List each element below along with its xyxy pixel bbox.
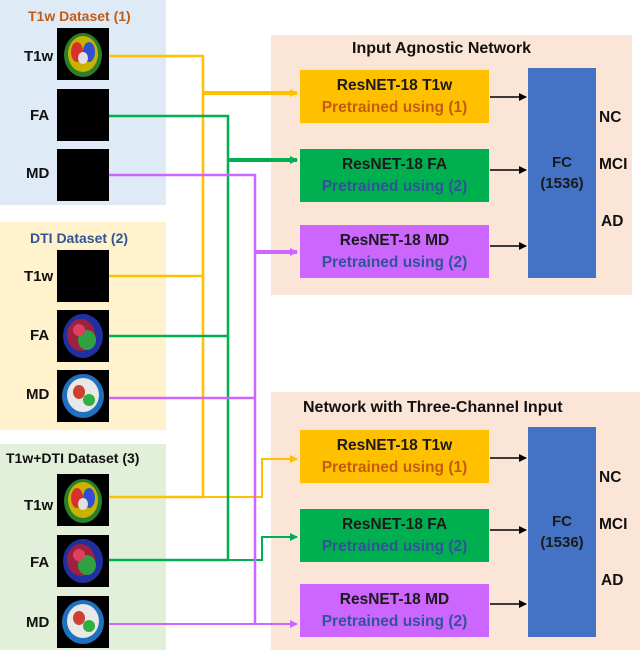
block-name: ResNET-18 T1w: [336, 436, 453, 454]
fc-label: FC: [552, 154, 572, 171]
black-image: [57, 149, 109, 201]
fc-layer: FC (1536): [528, 427, 596, 637]
fc-size: (1536): [540, 534, 584, 551]
brain-fa-icon: [57, 535, 109, 587]
fc-size: (1536): [540, 175, 584, 192]
dataset-title: T1w+DTI Dataset (3): [6, 450, 140, 466]
block-name: ResNET-18 MD: [339, 231, 450, 249]
row-label-md: MD: [26, 165, 50, 182]
class-label: AD: [601, 572, 624, 589]
row-label-t1w: T1w: [24, 48, 54, 65]
network-title: Network with Three-Channel Input: [303, 399, 563, 416]
block-pretrain: Pretrained using (2): [321, 612, 468, 630]
block-name: ResNET-18 FA: [341, 515, 448, 533]
class-label: AD: [601, 213, 624, 230]
fc-label: FC: [552, 513, 572, 530]
black-image: [57, 89, 109, 141]
resnet-t1w-block: ResNET-18 T1w Pretrained using (1): [300, 70, 489, 123]
resnet-md-block: ResNET-18 MD Pretrained using (2): [300, 225, 489, 278]
block-pretrain: Pretrained using (2): [321, 177, 468, 195]
row-label-fa: FA: [30, 107, 50, 124]
block-pretrain: Pretrained using (2): [321, 537, 468, 555]
resnet-md-block: ResNET-18 MD Pretrained using (2): [300, 584, 489, 637]
row-label-fa: FA: [30, 327, 50, 344]
row-label-t1w: T1w: [24, 497, 54, 514]
class-label: NC: [599, 469, 622, 486]
block-pretrain: Pretrained using (1): [321, 98, 468, 116]
brain-md-icon: [57, 370, 109, 422]
resnet-t1w-block: ResNET-18 T1w Pretrained using (1): [300, 430, 489, 483]
block-pretrain: Pretrained using (1): [321, 458, 468, 476]
dataset-title: T1w Dataset (1): [28, 8, 131, 24]
resnet-fa-block: ResNET-18 FA Pretrained using (2): [300, 509, 489, 562]
network-title: Input Agnostic Network: [352, 40, 531, 57]
brain-fa-icon: [57, 310, 109, 362]
block-name: ResNET-18 MD: [339, 590, 450, 608]
resnet-fa-block: ResNET-18 FA Pretrained using (2): [300, 149, 489, 202]
class-label: MCI: [599, 516, 628, 533]
block-name: ResNET-18 T1w: [336, 76, 453, 94]
brain-t1w-icon: [57, 474, 109, 526]
class-label: NC: [599, 109, 622, 126]
block-name: ResNET-18 FA: [341, 155, 448, 173]
brain-t1w-icon: [57, 28, 109, 80]
row-label-md: MD: [26, 386, 50, 403]
block-pretrain: Pretrained using (2): [321, 253, 468, 271]
class-label: MCI: [599, 156, 628, 173]
row-label-md: MD: [26, 614, 50, 631]
brain-md-icon: [57, 596, 109, 648]
fc-layer: FC (1536): [528, 68, 596, 278]
black-image: [57, 250, 109, 302]
row-label-t1w: T1w: [24, 268, 54, 285]
dataset-title: DTI Dataset (2): [30, 230, 129, 246]
row-label-fa: FA: [30, 554, 50, 571]
